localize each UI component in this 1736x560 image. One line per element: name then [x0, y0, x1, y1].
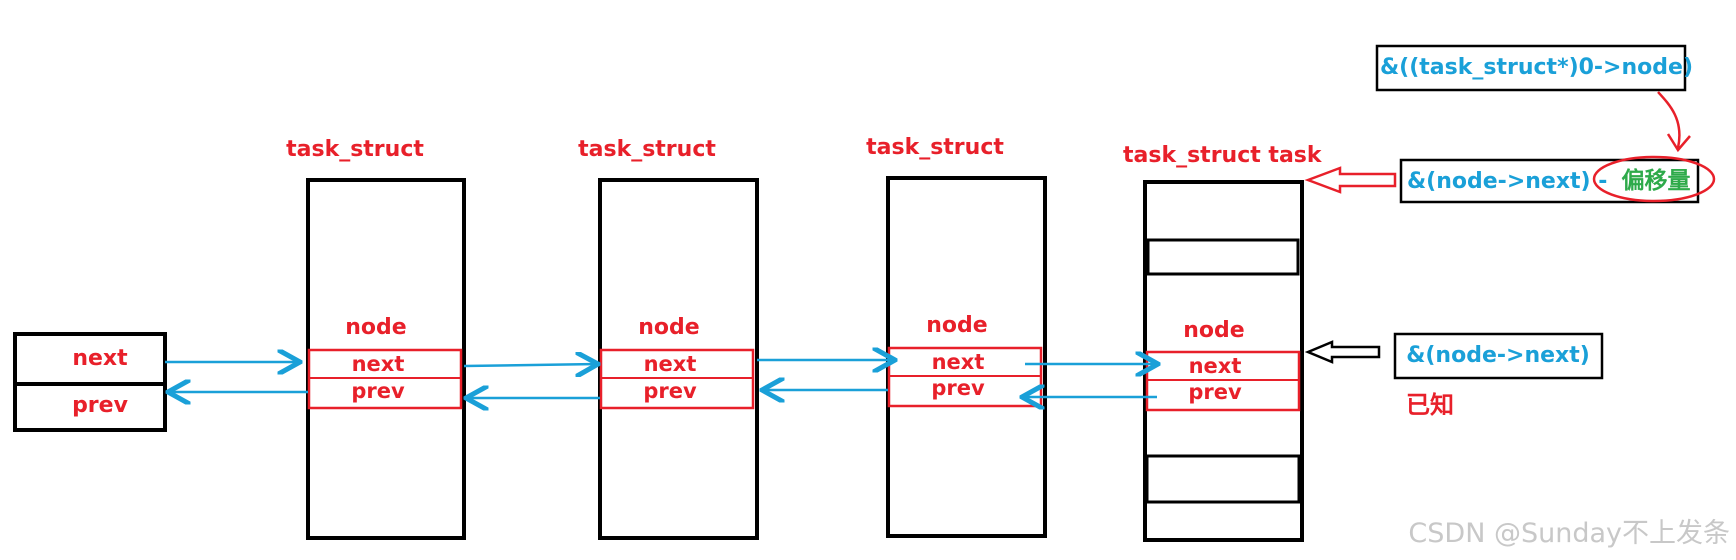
next-pointer-hollow-arrow [1304, 340, 1381, 364]
offset-expression-group: &((task_struct*)0->node) [1375, 44, 1693, 153]
offset-word: 偏移量 [1622, 167, 1691, 194]
task-struct-1: task_struct node next prev [286, 137, 466, 540]
task-expression-box [1399, 158, 1700, 204]
struct-4-prev-label: prev [1188, 380, 1242, 404]
task-struct-4: task_struct task node next prev [1123, 143, 1323, 542]
struct-1-next-label: next [352, 352, 405, 376]
task-expression-group: &(node->next) - 偏移量 [1304, 155, 1716, 204]
head-next-label: next [72, 346, 128, 371]
struct-3-next-label: next [932, 350, 985, 374]
offset-curve-arrowhead [1666, 133, 1691, 153]
offset-expression-box [1375, 44, 1687, 92]
known-label: 已知 [1406, 391, 1454, 419]
task-struct-3: task_struct node next prev [866, 135, 1047, 538]
struct-2-title: task_struct [578, 137, 716, 162]
struct-4-title: task_struct task [1123, 143, 1323, 168]
next-pointer-arrows [165, 360, 1158, 366]
arrow-struct-1-to-2 [463, 364, 598, 366]
struct-1-prev-label: prev [351, 379, 405, 403]
watermark: CSDN @Sunday不上发条 [1408, 518, 1730, 549]
next-address-group: &(node->next) 已知 [1304, 332, 1604, 419]
struct-3-title: task_struct [866, 135, 1004, 160]
struct-4-node-label: node [1183, 318, 1244, 343]
list-head-node: next prev [13, 332, 167, 432]
struct-3-node-label: node [926, 313, 987, 338]
struct-2-prev-label: prev [643, 379, 697, 403]
offset-highlight-ellipse [1592, 155, 1716, 203]
prev-pointer-arrows [168, 390, 1157, 398]
struct-1-node-label: node [345, 315, 406, 340]
struct-2-node-label: node [638, 315, 699, 340]
struct-1-title: task_struct [286, 137, 424, 162]
next-address-box [1393, 332, 1604, 380]
offset-curve-arrow [1657, 91, 1681, 149]
task-pointer-hollow-arrow [1304, 166, 1397, 194]
task-struct-2: task_struct node next prev [578, 137, 759, 540]
offset-expression-text: &((task_struct*)0->node) [1380, 55, 1693, 80]
struct-4-field-bottom [1145, 454, 1301, 504]
struct-4-next-label: next [1189, 354, 1242, 378]
next-address-text: &(node->next) [1406, 343, 1590, 368]
struct-4-field-top [1146, 238, 1300, 276]
struct-2-next-label: next [644, 352, 697, 376]
task-expression-text: &(node->next) - [1407, 169, 1607, 194]
struct-3-prev-label: prev [931, 376, 985, 400]
head-prev-label: prev [72, 393, 129, 418]
